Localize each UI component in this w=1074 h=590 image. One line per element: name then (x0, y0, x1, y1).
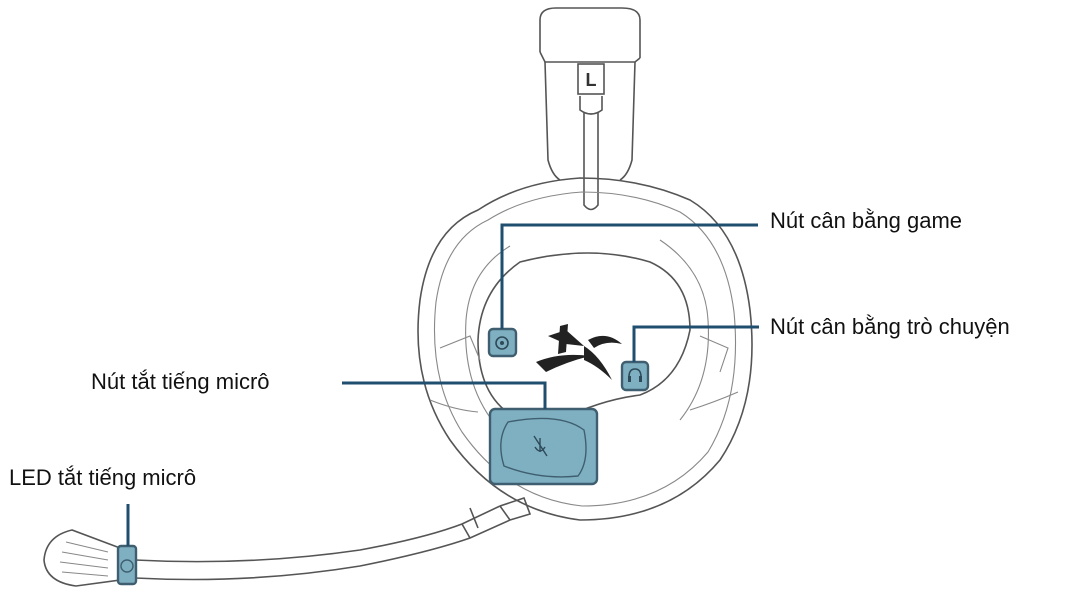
game-eq-leader (502, 225, 758, 329)
mic-mute-led-label: LED tắt tiếng micrô (9, 465, 196, 491)
chat-eq-label: Nút cân bằng trò chuyện (770, 314, 1010, 340)
game-eq-label: Nút cân bằng game (770, 208, 962, 234)
chat-eq-leader (634, 327, 759, 362)
brand-logo (536, 324, 622, 380)
headband-l-marker: L (586, 70, 597, 90)
mic-mute-button[interactable] (490, 409, 597, 484)
chat-eq-button[interactable] (622, 362, 648, 390)
mic-mute-button-label: Nút tắt tiếng micrô (91, 369, 270, 395)
headband: L (540, 8, 640, 210)
game-eq-button[interactable] (489, 329, 516, 356)
boom-mic (44, 498, 530, 586)
